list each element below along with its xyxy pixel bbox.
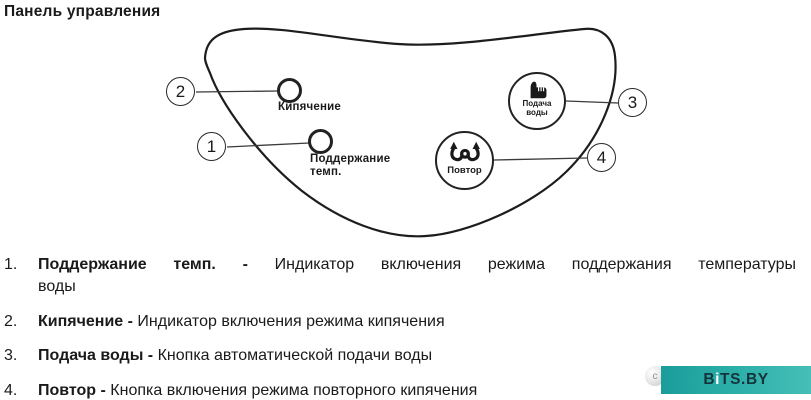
list-item: 2. Кипячение - Индикатор включения режим… bbox=[4, 311, 796, 333]
control-panel-diagram: 1 2 3 4 Кипячение Поддержание темп. Пода… bbox=[166, 27, 647, 238]
list-item-description: Индикатор включения режима поддержания т… bbox=[274, 256, 796, 273]
callout-4: 4 bbox=[587, 143, 616, 172]
list-item-number: 3. bbox=[4, 347, 18, 364]
callout-3: 3 bbox=[618, 88, 647, 117]
list-item-number: 1. bbox=[4, 256, 18, 273]
list-item-term: Поддержание темп. - bbox=[38, 256, 248, 273]
keep-warm-indicator-label: Поддержание темп. bbox=[310, 153, 391, 178]
water-supply-button: Подача воды bbox=[508, 72, 566, 130]
repeat-boil-button: Повтор bbox=[435, 131, 494, 190]
callout-1: 1 bbox=[197, 132, 226, 161]
callout-connector-lines bbox=[195, 90, 619, 161]
list-item: 4. Повтор - Кнопка включения режима повт… bbox=[4, 380, 796, 400]
list-item: 3. Подача воды - Кнопка автоматической п… bbox=[4, 345, 796, 367]
watermark-copyright-badge: c bbox=[645, 366, 665, 386]
boil-indicator-label: Кипячение bbox=[278, 101, 342, 113]
control-panel-outline bbox=[195, 27, 619, 238]
keep-warm-indicator-lamp bbox=[308, 129, 333, 154]
repeat-boil-button-label: Повтор bbox=[447, 165, 482, 176]
list-item: 1. Поддержание темп. - Индикатор включен… bbox=[4, 254, 796, 298]
list-item-term: Кипячение - bbox=[38, 312, 133, 330]
repeat-boil-icon bbox=[449, 141, 480, 162]
list-item-description: Индикатор включения режима кипячения bbox=[137, 312, 445, 330]
callout-2: 2 bbox=[166, 77, 195, 106]
hand-press-icon bbox=[530, 81, 547, 99]
list-item-description-cont: воды bbox=[38, 278, 76, 295]
list-item-number: 4. bbox=[4, 381, 18, 399]
water-supply-button-label: Подача воды bbox=[522, 99, 552, 117]
list-item-number: 2. bbox=[4, 312, 18, 330]
list-item-term: Подача воды - bbox=[38, 347, 154, 364]
list-item-description: Кнопка включения режима повторного кипяч… bbox=[110, 381, 478, 399]
boil-indicator-lamp bbox=[277, 78, 302, 103]
list-item-term: Повтор - bbox=[38, 381, 106, 399]
page-title: Панель управления bbox=[4, 3, 161, 20]
list-item-text: Поддержание темп. - Индикатор включения … bbox=[38, 254, 796, 298]
list-item-description: Кнопка автоматической подачи воды bbox=[157, 347, 433, 364]
legend-list: 1. Поддержание темп. - Индикатор включен… bbox=[4, 254, 796, 400]
